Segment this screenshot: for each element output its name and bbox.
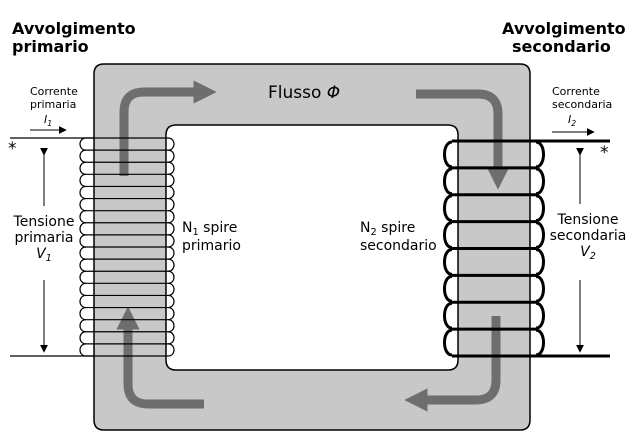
secondary-turn-loop-left [443,194,453,223]
primary-turn-loop-right [167,137,175,151]
secondary-current-line1: Corrente [552,85,600,98]
primary-current-label: Corrente primaria [30,85,78,111]
primary-turn-loop-right [167,270,175,284]
secondary-turns-label: N2 spire secondario [360,220,437,254]
primary-turn-loop-left [79,137,87,151]
secondary-turn-loop-right [535,140,545,169]
primary-turn-loop-right [167,149,175,163]
primary-title-line1: Avvolgimento [12,19,136,38]
secondary-dot-mark: * [600,143,609,163]
flux-arrow-top-left [119,80,217,176]
primary-dot-mark: * [8,139,17,159]
primary-turn-loop-left [79,282,87,297]
secondary-turn-loop-left [443,140,453,169]
secondary-turn-loop-right [535,221,545,249]
primary-turn-loop-right [167,319,175,333]
double-arrow-icon [40,147,584,353]
secondary-turn-loop-left [443,167,453,196]
primary-voltage-line2: primaria [14,230,74,247]
primary-turn-loop-left [79,306,87,321]
secondary-title-line1: Avvolgimento [502,19,626,38]
secondary-turn-loop-left [443,248,453,276]
primary-title: Avvolgimento primario [12,19,136,57]
secondary-title-line2: secondario [512,37,611,57]
secondary-current-label: Corrente secondaria [552,85,613,111]
secondary-turn-loop-left [443,221,453,249]
secondary-turns-line1: N2 spire [360,220,416,238]
primary-turn-loop-left [79,270,87,284]
primary-turn-loop-left [79,149,87,163]
primary-turn-loop-right [167,210,175,224]
primary-turn-loop-left [79,294,87,309]
primary-title-line2: primario [12,37,89,57]
primary-turns-label: N1 spire primario [182,220,241,254]
secondary-turn-loop-left [443,274,453,303]
primary-turn-loop-right [167,222,175,236]
primary-turn-loop-right [167,246,175,260]
primary-turn-loop-left [79,319,87,333]
primary-turn-loop-left [79,343,87,357]
secondary-voltage-line1: Tensione [557,212,619,228]
primary-turn-loop-left [79,185,87,200]
primary-turn-loop-left [79,331,87,345]
flux-arrow-icon [116,80,510,412]
secondary-turn-loop-right [535,248,545,276]
primary-turn-loop-right [167,282,175,297]
secondary-turn-loop-right [535,301,545,330]
primary-current-symbol: I1 [44,113,53,128]
primary-turn-loop-right [167,197,175,212]
primary-turn-loop-right [167,161,175,175]
flux-symbol: Φ [326,83,341,103]
primary-current-line2: primaria [30,97,77,111]
secondary-voltage-label: Tensione secondaria V2 [544,212,632,262]
primary-turns-line1: N1 spire [182,220,238,238]
flux-arrow-bottom-left [116,306,204,409]
secondary-winding [443,139,610,358]
secondary-turn-loop-left [443,328,453,357]
primary-turns-line2: primario [182,238,241,255]
secondary-voltage-symbol: V2 [580,244,596,263]
primary-turn-loop-left [79,197,87,212]
secondary-current-line2: secondaria [552,97,613,111]
primary-turn-loop-right [167,343,175,357]
primary-voltage-line1: Tensione [13,214,75,230]
primary-voltage-label: Tensione primaria V1 [6,214,82,264]
secondary-title: Avvolgimento secondario [502,19,626,57]
primary-turn-loop-right [167,331,175,345]
secondary-voltage-line2: secondaria [549,228,627,245]
flux-arrow-top-right [416,89,510,190]
primary-turn-loop-right [167,258,175,272]
primary-turn-loop-right [167,185,175,200]
secondary-turn-loop-left [443,301,453,330]
secondary-turn-loop-right [535,274,545,303]
primary-winding [10,137,175,357]
secondary-turn-loop-right [535,167,545,196]
primary-turn-loop-right [167,306,175,321]
flux-label: Flusso Φ [268,83,341,103]
flux-arrow-bottom-right [404,316,501,412]
primary-turn-loop-right [167,173,175,188]
secondary-turn-loop-right [535,328,545,357]
primary-turn-loop-left [79,161,87,175]
primary-current-line1: Corrente [30,85,78,98]
secondary-current-symbol: I2 [568,113,577,128]
secondary-turn-loop-right [535,194,545,223]
primary-turn-loop-right [167,234,175,248]
secondary-turns-line2: secondario [360,238,437,255]
primary-turn-loop-left [79,173,87,188]
primary-voltage-symbol: V1 [36,246,52,265]
primary-turn-loop-right [167,294,175,309]
